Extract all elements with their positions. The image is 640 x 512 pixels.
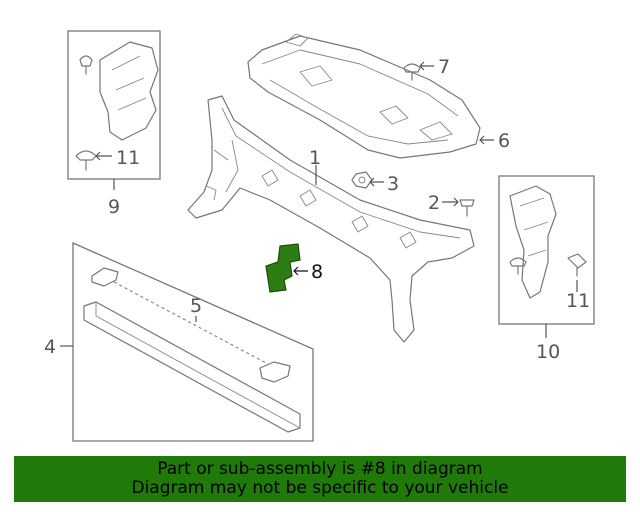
seal-clip-upper <box>91 267 119 287</box>
label-4: 4 <box>44 336 56 358</box>
banner-line-2: Diagram may not be specific to your vehi… <box>131 478 509 498</box>
inset-box-9 <box>67 30 161 180</box>
clip-right-inner <box>509 257 527 275</box>
label-1: 1 <box>309 147 321 169</box>
clip-7 <box>403 63 421 81</box>
label-8: 8 <box>311 261 323 283</box>
label-11-right: 11 <box>566 290 590 312</box>
seal-clip-lower <box>259 361 291 383</box>
upper-cover-6 <box>247 33 481 159</box>
radiator-support-1 <box>187 95 475 343</box>
leader-3 <box>369 177 384 187</box>
bolt-2 <box>459 199 475 217</box>
clip-icon-left-top <box>79 55 93 75</box>
label-3: 3 <box>387 173 399 195</box>
label-2: 2 <box>428 192 440 214</box>
leader-8 <box>293 266 308 276</box>
seal-dashed-line <box>113 281 269 365</box>
leader-7 <box>419 61 434 71</box>
leader-6 <box>479 135 494 145</box>
leader-11-left <box>95 151 112 161</box>
bracket-8-highlighted[interactable] <box>265 243 301 293</box>
label-6: 6 <box>498 130 510 152</box>
label-9: 9 <box>108 196 120 218</box>
deflector-left <box>99 41 159 141</box>
clip-11-left <box>75 150 97 171</box>
seal-strip <box>83 301 301 433</box>
label-10: 10 <box>536 341 560 363</box>
nut-3 <box>351 171 373 189</box>
label-7: 7 <box>438 56 450 78</box>
deflector-right <box>509 185 557 299</box>
part-info-banner: Part or sub-assembly is #8 in diagram Di… <box>14 456 626 502</box>
leader-2 <box>442 197 459 207</box>
clip-11-right <box>567 253 587 277</box>
inset-box-4 <box>72 242 314 442</box>
banner-line-1: Part or sub-assembly is #8 in diagram <box>157 459 483 479</box>
label-5: 5 <box>190 295 202 317</box>
label-11-left: 11 <box>116 147 140 169</box>
